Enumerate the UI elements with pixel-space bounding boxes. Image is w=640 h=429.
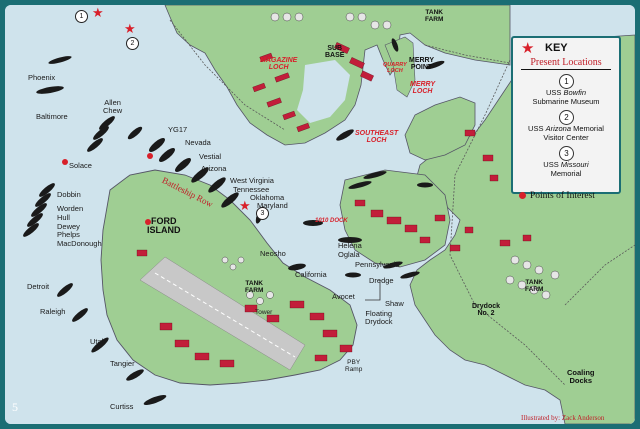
ship-label-macdonough: MacDonough — [57, 239, 102, 248]
dredge-line — [365, 280, 381, 301]
solace-point — [62, 159, 68, 165]
ship-label-utah: Utah — [90, 337, 106, 346]
merry-loch-label: MERRY LOCH — [410, 81, 436, 95]
merry-point-label: MERRY POINT — [409, 57, 435, 71]
ship-label-phelps: Phelps — [57, 230, 80, 239]
ship-label-shaw: Shaw — [385, 299, 404, 308]
poi-label: Points of Interest — [530, 191, 595, 201]
key-item-1-ship: Bowfin — [563, 88, 587, 97]
ship-label-neosho: Neosho — [260, 249, 286, 258]
key-item-1-prefix: USS — [545, 88, 564, 97]
buildings — [136, 42, 532, 368]
marker-1-number: 1 — [75, 10, 88, 23]
tank-farm-top-label: TANK FARM — [425, 9, 444, 23]
ship-label-avocet: Avocet — [332, 292, 355, 301]
marker-2-star: ★ — [124, 21, 136, 36]
key-star-icon: ★ — [521, 40, 535, 57]
key-item-3-ship: Missouri — [560, 160, 589, 169]
storage-tanks — [221, 12, 560, 305]
quarry-loch-label: QUARRY LOCH — [383, 62, 407, 74]
ship-label-allen-chew: Allen Chew — [103, 98, 123, 115]
key-item-1-desc: Submarine Museum — [532, 96, 600, 106]
page-number: 5 — [12, 400, 18, 414]
key-item-1: USS Bowfin Submarine Museum — [515, 88, 617, 106]
nevada-point — [147, 153, 153, 159]
ship-label-yg17: YG17 — [168, 125, 188, 134]
key-item-1-number: 1 — [559, 74, 574, 89]
ship-label-maryland: Maryland — [257, 201, 288, 210]
coaling-docks-label: Coaling Docks — [567, 368, 595, 385]
ship-label-oglala: Oglala — [338, 250, 360, 259]
ship-label-pennsylvania: Pennsylvania — [355, 260, 400, 269]
magazine-loch-label: MAGAZINE LOCH — [260, 57, 298, 71]
sub-base-label: SUB BASE — [325, 45, 345, 59]
poi-dot-icon — [519, 192, 526, 200]
key-item-3: USS Missouri Memorial — [515, 160, 617, 178]
key-item-3-number: 3 — [559, 146, 574, 161]
ship-label-nevada: Nevada — [185, 138, 211, 147]
key-divider — [521, 69, 611, 70]
key-item-2-desc: Visitor Center — [543, 132, 589, 142]
tank-farm-island-label: TANK FARM — [245, 280, 264, 294]
marker-3-star: ★ — [239, 198, 251, 213]
ship-label-vestial: Vestial — [199, 152, 222, 161]
tower-label: Tower — [255, 309, 273, 316]
merry-point — [384, 36, 416, 98]
ship-label-detroit: Detroit — [27, 282, 50, 291]
ship-label-california: California — [295, 270, 327, 279]
southeast-loch-label: SOUTHEAST LOCH — [355, 130, 399, 144]
ship-label-arizona: Arizona — [201, 164, 227, 173]
points-of-interest-legend: Points of Interest — [519, 191, 595, 201]
key-item-2-number: 2 — [559, 110, 574, 125]
key-item-2: USS Arizona Memorial Visitor Center — [515, 124, 617, 142]
marker-2-number: 2 — [126, 37, 139, 50]
key-title: KEY — [545, 42, 568, 54]
key-item-2-prefix: USS — [528, 124, 546, 133]
road-network — [169, 19, 635, 386]
marker-1-star: ★ — [92, 5, 104, 20]
ship-label-phoenix: Phoenix — [28, 73, 56, 82]
ship-label-oklahoma: Oklahoma — [250, 193, 285, 202]
ford-island — [100, 169, 358, 386]
ship-label-worden: Worden — [57, 204, 84, 213]
ship-label-raleigh: Raleigh — [40, 307, 66, 316]
ship-label-dredge: Dredge — [369, 276, 394, 285]
key-item-3-prefix: USS — [543, 160, 561, 169]
ship-label-helena: Helena — [338, 241, 362, 250]
ford-island-label: FORD ISLAND — [147, 216, 181, 235]
ship-label-tangier: Tangier — [110, 359, 135, 368]
ship-label-baltimore: Baltimore — [36, 112, 68, 121]
pby-ramp-label: PBY Ramp — [345, 359, 363, 373]
pearl-harbor-map: 1 ★ ★ 2 ★ 3 Battleship Row TANK FARM SUB… — [5, 5, 635, 424]
key-subtitle: Present Locations — [530, 57, 602, 68]
ship-label-floating-drydock: Floating Drydock — [365, 309, 393, 326]
magazine-loch-water — [297, 60, 350, 123]
ship-label-solace: Solace — [69, 161, 92, 170]
ship-label-tennessee: Tennessee — [233, 185, 270, 194]
illustrator-credit: Illustrated by: Zack Anderson — [521, 414, 605, 422]
ships — [23, 38, 445, 405]
tank-farm-right-label: TANK FARM — [525, 279, 544, 293]
key-item-3-desc: Memorial — [550, 168, 582, 178]
ship-label-hull: Hull — [57, 213, 70, 222]
ford-island-point — [145, 219, 151, 225]
ship-label-dobbin: Dobbin — [57, 190, 81, 199]
1010-dock-label: 1010 DOCK — [315, 218, 348, 224]
marker-3-number: 3 — [256, 207, 269, 220]
map-key: ★ KEY Present Locations 1 USS Bowfin Sub… — [511, 36, 621, 194]
key-item-2-suffix: Memorial — [571, 124, 604, 133]
ship-label-dewey: Dewey — [57, 222, 80, 231]
ship-label-west-virginia: West Virginia — [230, 176, 274, 185]
ship-label-curtiss: Curtiss — [110, 402, 134, 411]
southeast-peninsula — [404, 96, 476, 161]
key-item-2-ship: Arizona — [545, 124, 571, 133]
drydock-2-label: Drydock No. 2 — [472, 303, 501, 317]
runway-line — [154, 272, 296, 358]
